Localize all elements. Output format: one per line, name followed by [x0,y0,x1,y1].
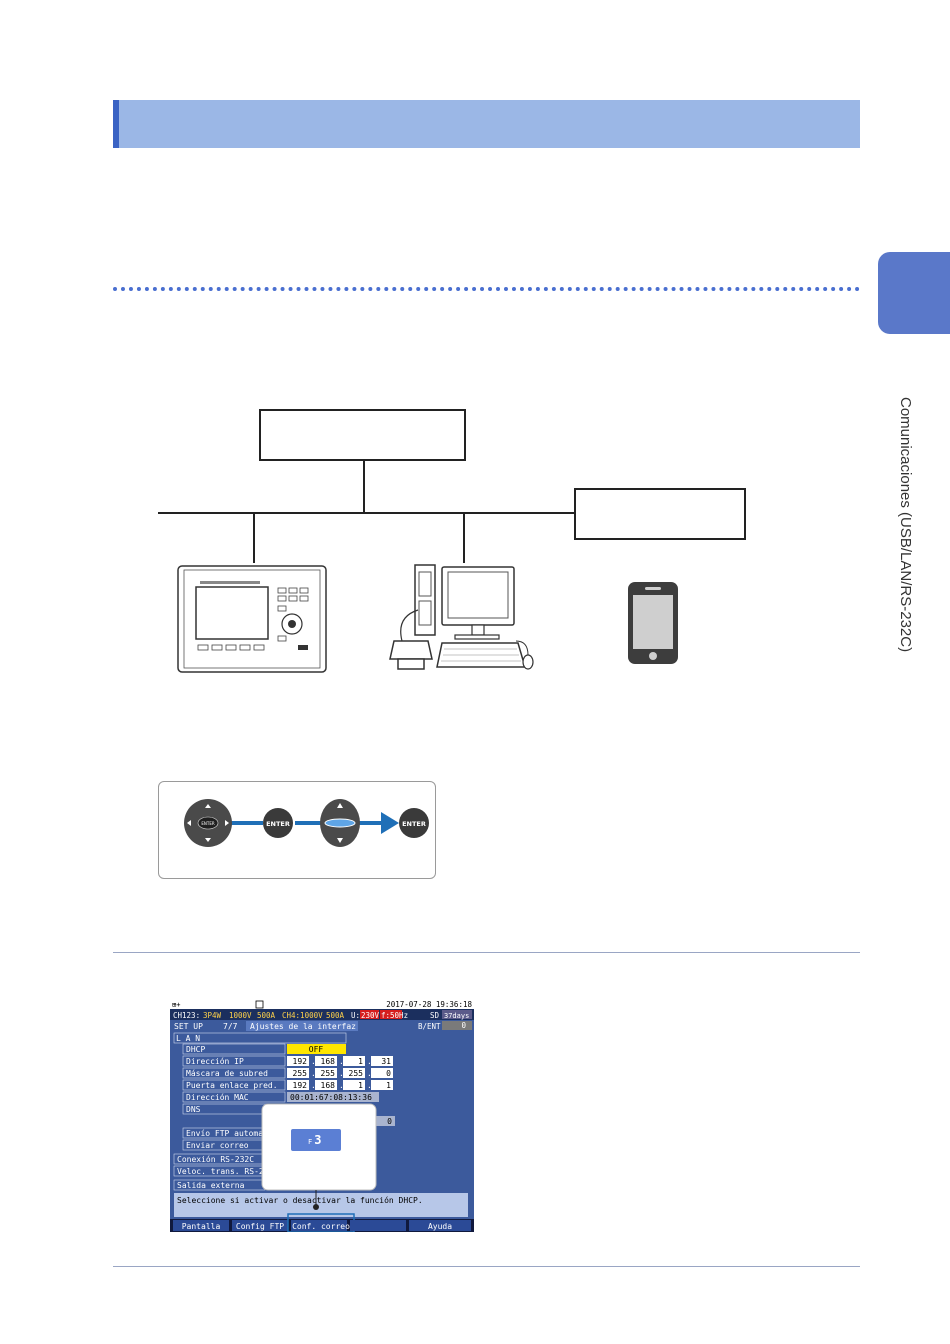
svg-text:0: 0 [461,1021,466,1030]
svg-text:0: 0 [387,1117,392,1126]
svg-text:1: 1 [358,1081,363,1090]
svg-text:.: . [339,1081,344,1090]
svg-text:.: . [367,1057,372,1066]
svg-text:.: . [311,1057,316,1066]
fkey-config-ftp[interactable]: Config FTP [236,1222,284,1231]
svg-text:255: 255 [293,1069,308,1078]
network-box-top [260,410,465,460]
svg-text:3P4W: 3P4W [203,1011,222,1020]
up-down-key-icon[interactable] [320,799,360,847]
help-message: Seleccione si activar o desactivar la fu… [177,1195,423,1205]
desktop-computer-icon [415,565,533,669]
svg-text:Envío FTP automa: Envío FTP automa [186,1129,263,1138]
svg-text:Máscara de subred: Máscara de subred [186,1069,268,1078]
screen-datetime: 2017-07-28 19:36:18 [386,1000,472,1009]
svg-text:DHCP: DHCP [186,1045,205,1054]
svg-text:0: 0 [386,1069,391,1078]
svg-text:Ajustes de la interfaz: Ajustes de la interfaz [250,1022,356,1031]
enter-key-icon[interactable]: ENTER [399,808,429,838]
svg-text:168: 168 [321,1081,336,1090]
svg-text:f:50Hz: f:50Hz [381,1011,408,1020]
svg-text:SET UP: SET UP [174,1022,203,1031]
svg-text:ENTER: ENTER [402,820,426,828]
svg-text:500A: 500A [257,1011,276,1020]
chapter-tab-label: Comunicaciones (USB/LAN/RS-232C) [890,397,914,597]
instrument-screen: ⊞+ 2017-07-28 19:36:18 CH123: 3P4W 1000V… [170,1000,474,1232]
svg-text:500A: 500A [326,1011,345,1020]
svg-text:.: . [311,1069,316,1078]
svg-text:255: 255 [321,1069,336,1078]
fkey-ayuda[interactable]: Ayuda [428,1222,452,1231]
svg-text:192: 192 [293,1057,308,1066]
dotted-divider [113,287,860,291]
svg-text:Salida externa: Salida externa [177,1181,245,1190]
svg-text:.: . [367,1069,372,1078]
svg-text:31: 31 [381,1057,391,1066]
svg-text:1: 1 [386,1081,391,1090]
svg-text:CH4:1000V: CH4:1000V [282,1011,323,1020]
enter-key-icon[interactable]: ENTER [263,808,293,838]
svg-text:.: . [367,1081,372,1090]
svg-text:CH123:: CH123: [173,1011,200,1020]
svg-text:.: . [311,1081,316,1090]
chapter-tab[interactable] [878,252,950,334]
svg-text:SD: SD [430,1011,440,1020]
svg-text:.: . [339,1057,344,1066]
svg-text:Dirección MAC: Dirección MAC [186,1092,249,1102]
svg-text:7/7: 7/7 [223,1022,238,1031]
section-rule-top [113,952,860,953]
svg-text:ENTER: ENTER [201,821,214,826]
key-sequence-diagram: ENTER ENTER ENTER [159,782,435,878]
network-diagram [150,405,770,680]
fkey-pantalla[interactable]: Pantalla [182,1222,221,1231]
arrow-pad-icon[interactable]: ENTER [184,799,232,847]
svg-text:ENTER: ENTER [266,820,290,828]
svg-text:230V: 230V [361,1011,380,1020]
svg-text:192: 192 [293,1081,308,1090]
svg-text:OFF: OFF [309,1045,324,1054]
svg-text:Veloc. trans. RS-2: Veloc. trans. RS-2 [177,1167,264,1176]
section-rule-bottom [113,1266,860,1267]
svg-text:1000V: 1000V [229,1011,252,1020]
fkey-conf-correo[interactable]: Conf. correo [292,1222,350,1231]
svg-text:Puerta enlace pred.: Puerta enlace pred. [186,1081,278,1090]
lan-section-title: L A N [176,1034,200,1043]
key-sequence-panel: ENTER ENTER ENTER [158,781,436,879]
svg-text:255: 255 [349,1069,364,1078]
section-header-bar [113,100,860,148]
battery-icon: ⊞+ [172,1001,180,1009]
network-box-right [575,489,745,539]
instrument-icon [178,566,326,672]
smartphone-icon [628,582,678,664]
svg-text:Dirección IP: Dirección IP [186,1056,244,1066]
svg-text:Conexión RS-232C: Conexión RS-232C [177,1154,254,1164]
svg-text:1: 1 [358,1057,363,1066]
svg-text:B/ENT: B/ENT [418,1022,441,1031]
svg-text:DNS: DNS [186,1105,201,1114]
svg-text:168: 168 [321,1057,336,1066]
svg-text:00:01:67:08:13:36: 00:01:67:08:13:36 [290,1093,372,1102]
svg-text:Enviar correo: Enviar correo [186,1141,249,1150]
svg-text:37days: 37days [444,1012,469,1020]
svg-text:.: . [339,1069,344,1078]
svg-text:U:: U: [351,1011,360,1020]
